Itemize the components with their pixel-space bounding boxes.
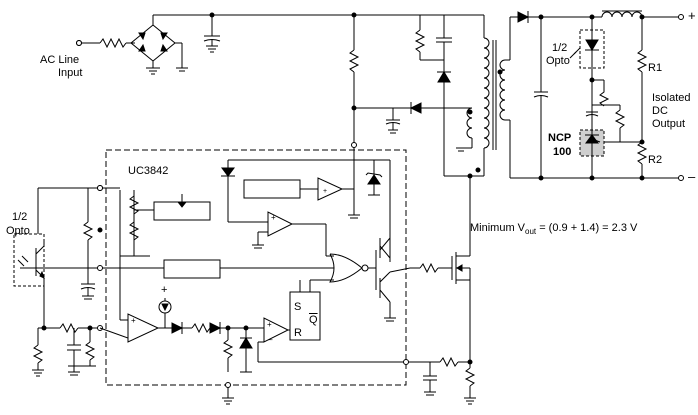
ac-line-label: AC Line [40, 54, 80, 66]
latch-r-label: R [294, 327, 302, 339]
opto-left-label-2: Opto [6, 225, 30, 237]
power-mosfet [403, 245, 476, 405]
min-vout-formula: Minimum Vout = (0.9 + 1.4) = 2.3 V [470, 222, 637, 238]
controller-grounds [222, 382, 234, 405]
secondary-output [505, 10, 684, 181]
output-minus-label: – [688, 169, 696, 184]
r1-label: R1 [648, 62, 663, 74]
opto-right-label-1: 1/2 [552, 42, 568, 54]
transformer [466, 15, 506, 176]
opto-left-label-1: 1/2 [12, 211, 28, 223]
opto-right-label-2: Opto [546, 55, 570, 67]
svg-text:+: + [323, 188, 327, 195]
output-plus-label: + [688, 8, 696, 23]
controller-label: UC3842 [128, 165, 169, 177]
startup-resistor [348, 15, 360, 148]
isolated-label: Isolated [652, 92, 691, 104]
latch-q-label: Q [309, 314, 318, 326]
svg-text:+: + [267, 320, 272, 329]
dc-label: DC [652, 105, 668, 117]
svg-text:–: – [268, 335, 273, 344]
controller-internals: + + [119, 147, 420, 373]
svg-text:+: + [131, 316, 136, 325]
ncp-number-label: 100 [553, 146, 572, 158]
secondary-opto [569, 17, 642, 178]
r2-label: R2 [648, 154, 663, 166]
formula-rest: = (0.9 + 1.4) = 2.3 V [536, 222, 638, 234]
bulk-capacitor [203, 15, 221, 53]
timing-network [20, 185, 164, 300]
formula-prefix: Minimum V [470, 222, 526, 234]
controller-box [105, 149, 407, 386]
ac-input [76, 37, 135, 49]
formula-subscript: out [525, 227, 537, 237]
ac-input-label: Input [58, 67, 83, 79]
output-label: Output [652, 118, 686, 130]
primary-opto [13, 185, 129, 377]
aux-supply [354, 102, 473, 152]
snubber-network [414, 15, 452, 176]
bridge-rectifier [130, 15, 188, 75]
latch-s-label: S [294, 301, 302, 313]
current-source-plus-label: + [161, 284, 168, 296]
svg-text:+: + [271, 213, 276, 222]
ncp-label: NCP [548, 132, 572, 144]
